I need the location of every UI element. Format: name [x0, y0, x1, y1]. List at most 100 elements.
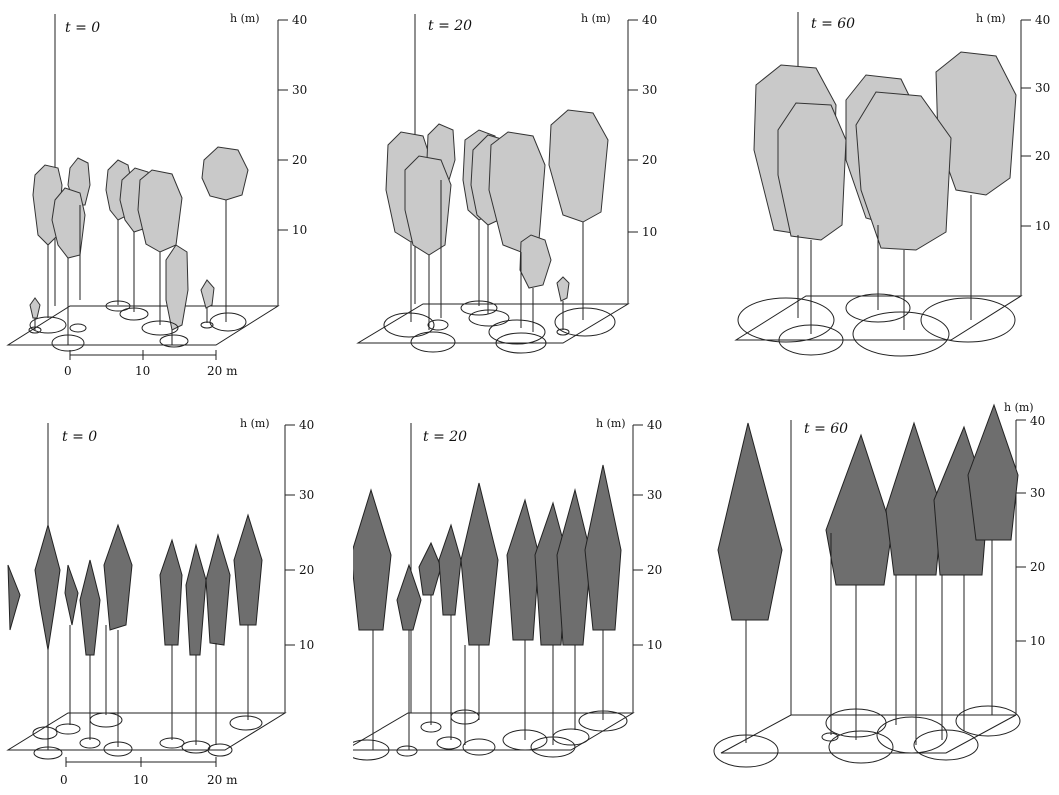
tree-crown: [549, 110, 608, 222]
tick-label-40: 40: [292, 13, 307, 27]
tick-label-30: 30: [1030, 486, 1045, 500]
tree-crown: [507, 500, 539, 640]
tree-crowns: [8, 515, 262, 655]
tree-crown: [30, 298, 40, 318]
panel-conifer-t20: 40 30 20 10 h (m) t = 20: [353, 395, 706, 790]
tree-crowns: [30, 147, 248, 330]
axis-ticks: [285, 425, 295, 645]
height-unit-label: h (m): [596, 417, 626, 430]
tick-label-40: 40: [1030, 414, 1045, 428]
panel-svg: 40 30 20 10 h (m) t = 0: [0, 0, 353, 395]
crown-projections: [353, 710, 627, 760]
scale-label-20m: 20 m: [207, 364, 238, 378]
time-label: t = 20: [428, 18, 472, 34]
tick-label-20: 20: [1030, 560, 1045, 574]
tick-label-10: 10: [647, 638, 662, 652]
tree-crown: [778, 103, 846, 240]
panel-svg: 40 30 20 10 h (m) t = 60: [706, 395, 1059, 791]
time-label: t = 0: [62, 429, 97, 445]
tree-crown: [80, 560, 100, 655]
tree-crown: [826, 435, 892, 585]
tree-crown: [234, 515, 262, 625]
tree-crowns: [353, 465, 621, 645]
tick-label-20: 20: [642, 153, 657, 167]
tree-crown: [397, 565, 421, 630]
tree-crown: [520, 235, 551, 288]
time-label: t = 60: [811, 16, 855, 32]
axis-ticks: [628, 20, 638, 232]
tick-label-20: 20: [299, 563, 314, 577]
tree-crowns: [718, 405, 1018, 620]
scale-label-10: 10: [135, 364, 150, 378]
height-unit-label: h (m): [240, 417, 270, 430]
panel-conifer-t60: 40 30 20 10 h (m) t = 60: [706, 395, 1059, 790]
tree-crown: [419, 543, 441, 595]
height-unit-label: h (m): [1004, 401, 1034, 414]
tree-crown: [8, 565, 20, 630]
tree-crown: [353, 490, 391, 630]
tree-crown: [186, 545, 206, 655]
tree-crown: [489, 132, 545, 252]
tick-label-30: 30: [1035, 81, 1050, 95]
tick-label-30: 30: [642, 83, 657, 97]
crown-projections: [384, 301, 615, 353]
tree-crowns: [754, 52, 1016, 250]
time-label: t = 0: [65, 20, 100, 36]
axis-ticks: [278, 20, 288, 230]
tree-crown: [160, 540, 182, 645]
panel-svg: 40 30 20 10 h (m) t = 0: [0, 395, 353, 791]
crown-projections: [29, 301, 246, 351]
axis-ticks: [633, 425, 643, 645]
tree-crown: [968, 405, 1018, 540]
height-unit-label: h (m): [230, 12, 260, 25]
tree-crown: [557, 277, 569, 301]
tree-crown: [856, 92, 951, 250]
tree-crown: [439, 525, 461, 615]
scale-label-0: 0: [64, 364, 72, 378]
tick-label-20: 20: [1035, 149, 1050, 163]
panel-svg: 40 30 20 10 h (m) t = 60: [706, 0, 1059, 395]
tick-label-40: 40: [1035, 13, 1050, 27]
tick-label-10: 10: [299, 638, 314, 652]
scale-bar: [70, 350, 216, 360]
tick-label-30: 30: [647, 488, 662, 502]
tree-crown: [202, 147, 248, 200]
tick-label-10: 10: [1035, 219, 1050, 233]
tree-crown: [461, 483, 498, 645]
time-label: t = 20: [423, 429, 467, 445]
tree-crown: [718, 423, 782, 620]
height-unit-label: h (m): [976, 12, 1006, 25]
tree-crown: [557, 490, 591, 645]
panel-svg: 40 30 20 10 h (m) t = 20: [353, 0, 706, 395]
tick-label-40: 40: [642, 13, 657, 27]
time-label: t = 60: [804, 421, 848, 437]
tick-label-40: 40: [647, 418, 662, 432]
tree-crown: [35, 525, 60, 650]
base-plane: [353, 713, 633, 750]
scale-label-0: 0: [60, 773, 68, 787]
axis-ticks: [1021, 20, 1031, 226]
tree-crown: [166, 245, 188, 330]
tick-label-10: 10: [292, 223, 307, 237]
panel-broadleaf-t60: 40 30 20 10 h (m) t = 60: [706, 0, 1059, 395]
panel-broadleaf-t20: 40 30 20 10 h (m) t = 20: [353, 0, 706, 395]
scale-label-10: 10: [133, 773, 148, 787]
tree-crowns: [386, 110, 608, 301]
tick-label-30: 30: [292, 83, 307, 97]
tick-label-20: 20: [292, 153, 307, 167]
panel-conifer-t0: 40 30 20 10 h (m) t = 0: [0, 395, 353, 790]
tick-label-10: 10: [1030, 634, 1045, 648]
scale-label-20m: 20 m: [207, 773, 238, 787]
tick-label-40: 40: [299, 418, 314, 432]
axis-ticks: [1016, 420, 1026, 641]
height-unit-label: h (m): [581, 12, 611, 25]
crown-projections: [33, 713, 262, 759]
panel-broadleaf-t0: 40 30 20 10 h (m) t = 0: [0, 0, 353, 395]
crown-projections: [738, 294, 1015, 356]
tree-crown: [405, 156, 451, 255]
tree-crown: [201, 280, 214, 308]
tree-crown: [585, 465, 621, 630]
panel-svg: 40 30 20 10 h (m) t = 20: [353, 395, 706, 791]
tree-crown: [65, 565, 78, 625]
